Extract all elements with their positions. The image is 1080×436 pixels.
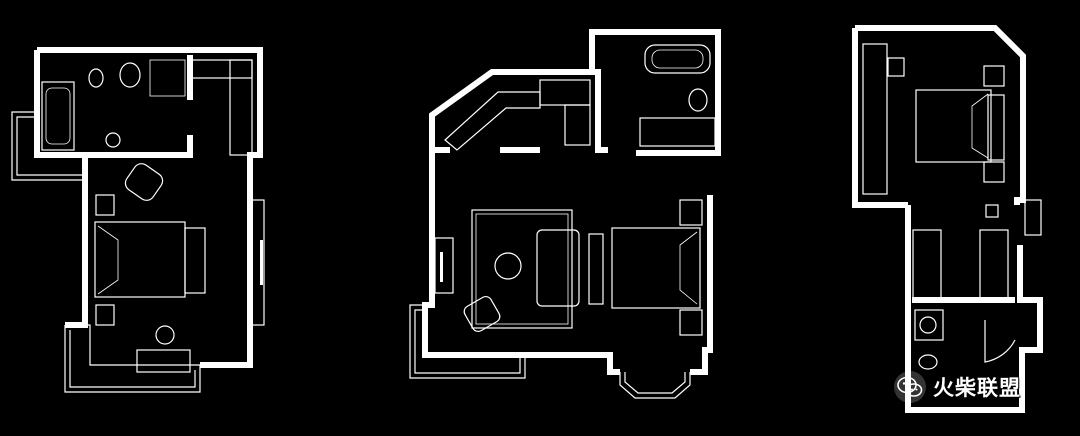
plan1-balcony-left bbox=[11, 111, 85, 181]
plan1-armchair bbox=[124, 163, 164, 201]
plan3-nightstand-bottom bbox=[983, 161, 1005, 183]
plan2-toilet bbox=[688, 88, 708, 112]
plan1-bottom-wall bbox=[85, 324, 250, 366]
plan1-closet-top bbox=[191, 59, 253, 79]
plan1-bathtub-inner bbox=[45, 87, 71, 145]
plan3-closet-right bbox=[979, 229, 1009, 301]
plan1-outer-wall bbox=[37, 47, 263, 368]
plan1-tv-cabinet bbox=[251, 199, 265, 326]
plan3-lower-wall bbox=[905, 205, 1043, 413]
wechat-logo-icon bbox=[894, 371, 926, 403]
plan2-bath-wall bbox=[589, 29, 721, 156]
floor-plan-right bbox=[852, 25, 1043, 413]
plan2-closet-diagonal bbox=[444, 91, 541, 151]
plan1-nightstand-top bbox=[95, 194, 115, 216]
plan3-stool bbox=[887, 57, 905, 77]
plan1-tv bbox=[260, 240, 263, 285]
plan2-sofa bbox=[536, 229, 580, 307]
plan2-closet-top bbox=[539, 79, 591, 106]
plan3-basin bbox=[919, 316, 937, 334]
plan2-rug bbox=[471, 209, 573, 329]
plan3-outer-wall-top bbox=[855, 25, 1026, 205]
plan3-pillows bbox=[971, 93, 989, 159]
plan2-tv-cabinet bbox=[434, 237, 454, 294]
plan3-bed bbox=[915, 89, 992, 163]
plan2-outer-wall-top bbox=[429, 69, 608, 153]
plan1-shower bbox=[149, 59, 186, 97]
plan2-pillows bbox=[679, 231, 698, 305]
plan1-balcony-left-inner bbox=[16, 116, 85, 176]
floor-plan-middle bbox=[409, 29, 721, 399]
plan2-lounge-chair bbox=[463, 295, 501, 333]
plan3-toilet bbox=[918, 354, 938, 370]
plan2-nightstand-bottom bbox=[679, 309, 703, 336]
plan3-nightstand-top bbox=[983, 65, 1005, 87]
plan2-outer-wall bbox=[422, 150, 620, 375]
plan2-closet-side bbox=[564, 104, 591, 146]
plan1-washbasin bbox=[105, 132, 121, 148]
plan1-sink bbox=[119, 62, 141, 88]
plan2-bay-window-inner bbox=[624, 372, 686, 394]
watermark: 火柴联盟 bbox=[893, 368, 1021, 406]
plan1-pillows bbox=[97, 225, 119, 295]
plan3-desk-unit bbox=[862, 43, 888, 195]
plan2-nightstand-top bbox=[679, 199, 703, 226]
floor-plan-left bbox=[11, 47, 265, 393]
plan2-bathtub-inner bbox=[651, 49, 704, 69]
plan3-side-window bbox=[1024, 199, 1042, 236]
plan2-balcony-inner bbox=[414, 309, 521, 374]
plan1-balcony-bottom bbox=[64, 325, 201, 393]
plan3-outer-wall bbox=[852, 28, 908, 208]
plan2-bay-window bbox=[619, 372, 691, 399]
plan2-rug-inner bbox=[475, 213, 569, 325]
plan2-balcony bbox=[409, 304, 526, 379]
plan1-desk bbox=[136, 349, 191, 373]
plan3-door-swing bbox=[984, 320, 1016, 363]
plan3-basin-counter bbox=[914, 309, 944, 341]
plan1-nightstand-bottom bbox=[95, 304, 115, 326]
plan2-bathtub bbox=[644, 44, 711, 74]
plan3-closet-left bbox=[912, 229, 942, 301]
plan2-tv bbox=[440, 252, 443, 282]
plan1-bath-divider bbox=[85, 135, 193, 158]
plan1-closet-side bbox=[229, 59, 253, 156]
plan3-small-cabinet bbox=[985, 204, 999, 218]
plan1-desk-chair bbox=[155, 325, 175, 345]
plan3-headboard-shelf bbox=[987, 94, 1005, 161]
plan2-bed bbox=[611, 227, 701, 309]
plan1-outer-wall-2 bbox=[34, 50, 88, 328]
plan1-toilet bbox=[88, 68, 104, 88]
watermark-text: 火柴联盟 bbox=[933, 376, 1021, 400]
plan2-coffee-table bbox=[494, 252, 522, 280]
plan2-side-table bbox=[588, 233, 604, 305]
plan1-balcony-bottom-inner bbox=[69, 330, 196, 388]
plan1-bathtub bbox=[41, 81, 75, 151]
plan2-outer-wall-right bbox=[690, 195, 713, 375]
plan1-bench bbox=[184, 227, 206, 294]
plan2-vanity bbox=[639, 117, 716, 147]
